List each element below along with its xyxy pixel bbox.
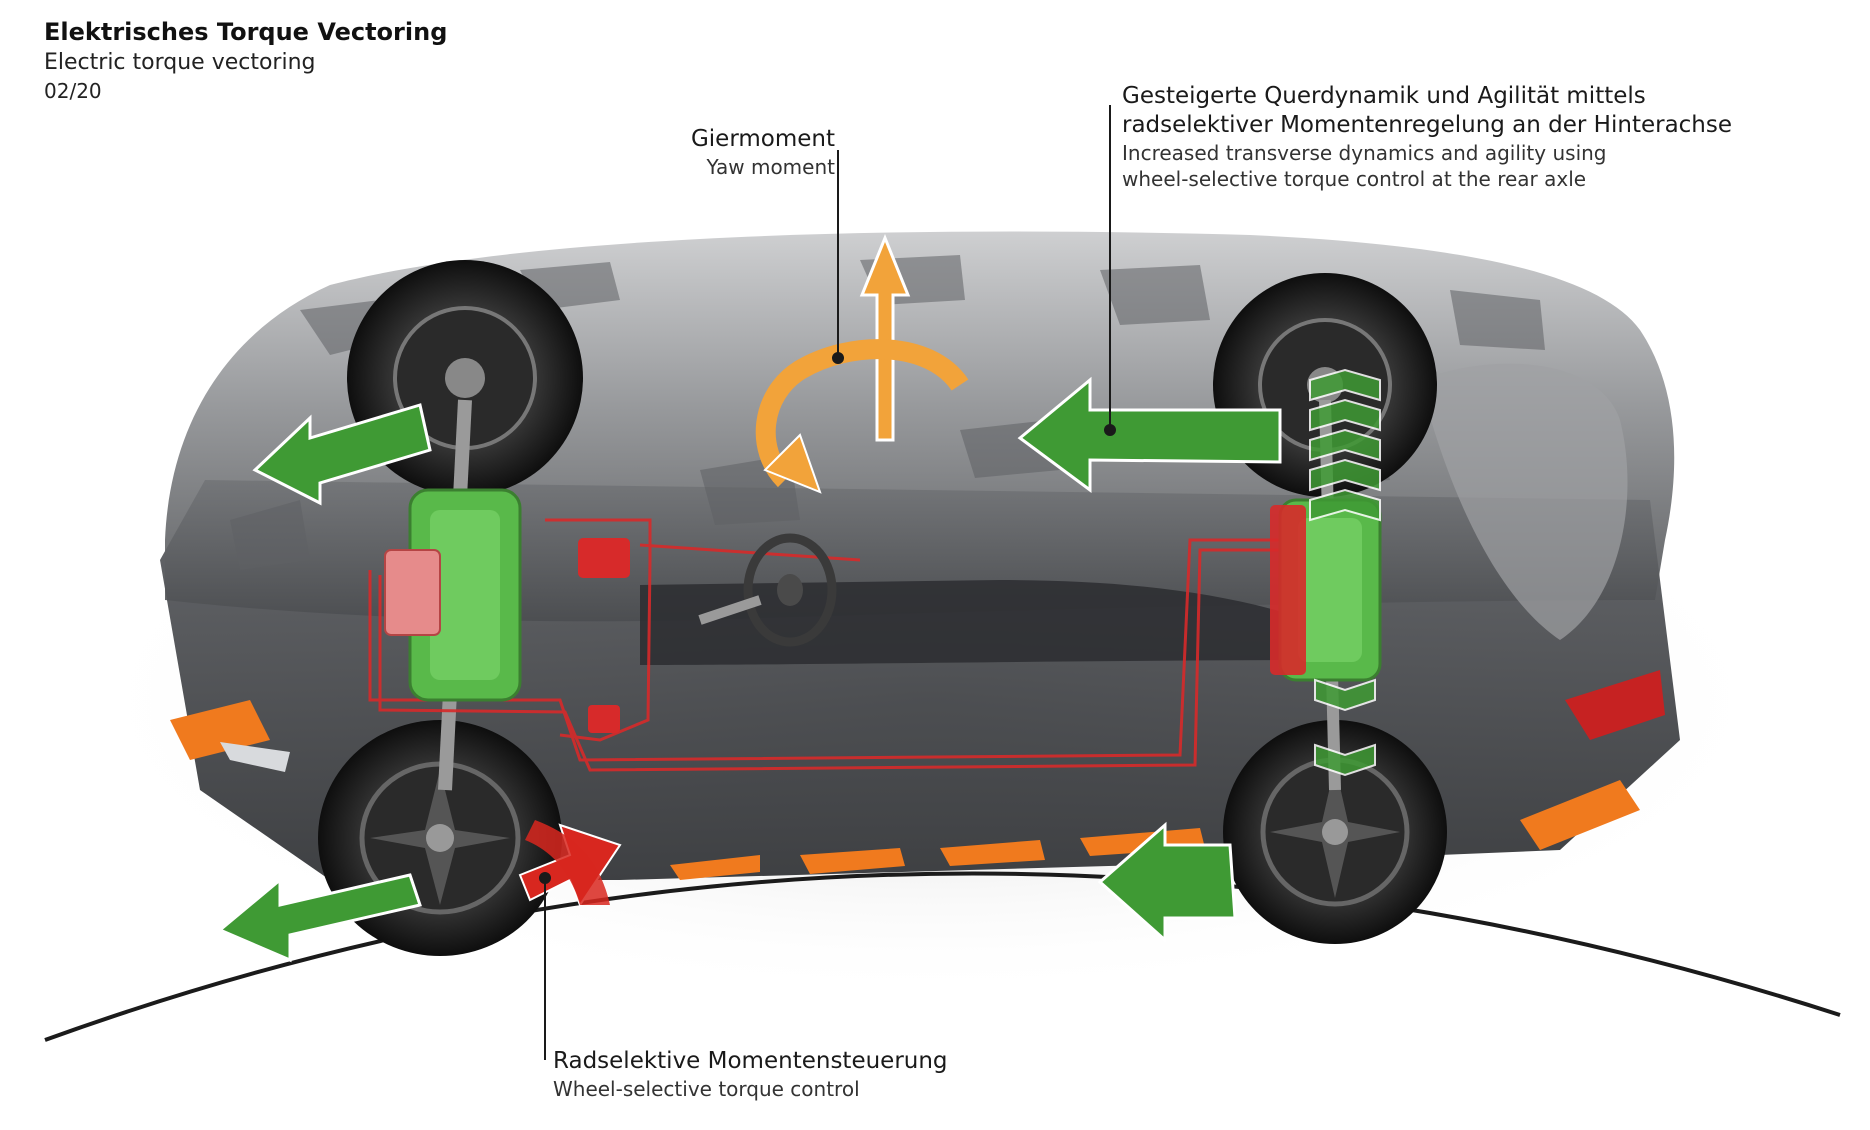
side-windows [640,580,1360,665]
road-curve [44,871,1841,1042]
rear-axle-label: Gesteigerte Querdynamik und Agilität mit… [1122,82,1732,192]
front-control-unit [578,538,630,578]
yaw-forward-arrow [859,233,911,442]
steering-wheel [698,533,837,647]
orange-side-accents [170,700,1640,880]
rear-axle-label-en-1: Increased transverse dynamics and agilit… [1122,141,1607,165]
page-title: Elektrisches Torque Vectoring [44,18,448,46]
rear-axle-label-de-1: Gesteigerte Querdynamik und Agilität mit… [1122,83,1646,109]
front-electric-motor [384,488,522,702]
front-left-green-arrow [252,403,432,506]
wheel-control-label: Radselektive Momentensteuerung Wheel-sel… [553,1047,948,1102]
page-subtitle: Electric torque vectoring [44,50,316,75]
leader-lines [539,105,1116,1060]
rear-axle-label-de-2: radselektiver Momentenregelung an der Hi… [1122,112,1733,138]
wheel-torque-red-band [525,820,610,905]
headlight [220,742,290,772]
yaw-arc-arrowhead [763,433,822,494]
taillight [1565,670,1665,740]
yaw-moment-label-de: Giermoment [690,126,835,152]
yaw-moment-label-en: Yaw moment [706,155,835,179]
front-right-green-arrow [217,873,422,963]
control-wiring [368,518,1290,772]
center-control-unit [588,705,620,733]
rear-window [1420,363,1628,640]
rear-right-green-arrow [1097,821,1237,944]
wheel-control-label-de: Radselektive Momentensteuerung [553,1048,948,1074]
wheel-control-label-en: Wheel-selective torque control [553,1077,860,1101]
rear-electric-motor [1270,498,1382,682]
torque-chevrons [1309,368,1381,777]
rear-right-wheel [1223,720,1447,944]
rear-left-green-arrow [1017,376,1282,493]
yaw-moment-label: Giermoment Yaw moment [590,125,835,180]
yaw-moment-arc [755,339,969,488]
rear-axle-label-en-2: wheel-selective torque control at the re… [1122,167,1587,191]
issue-date: 02/20 [44,79,102,103]
